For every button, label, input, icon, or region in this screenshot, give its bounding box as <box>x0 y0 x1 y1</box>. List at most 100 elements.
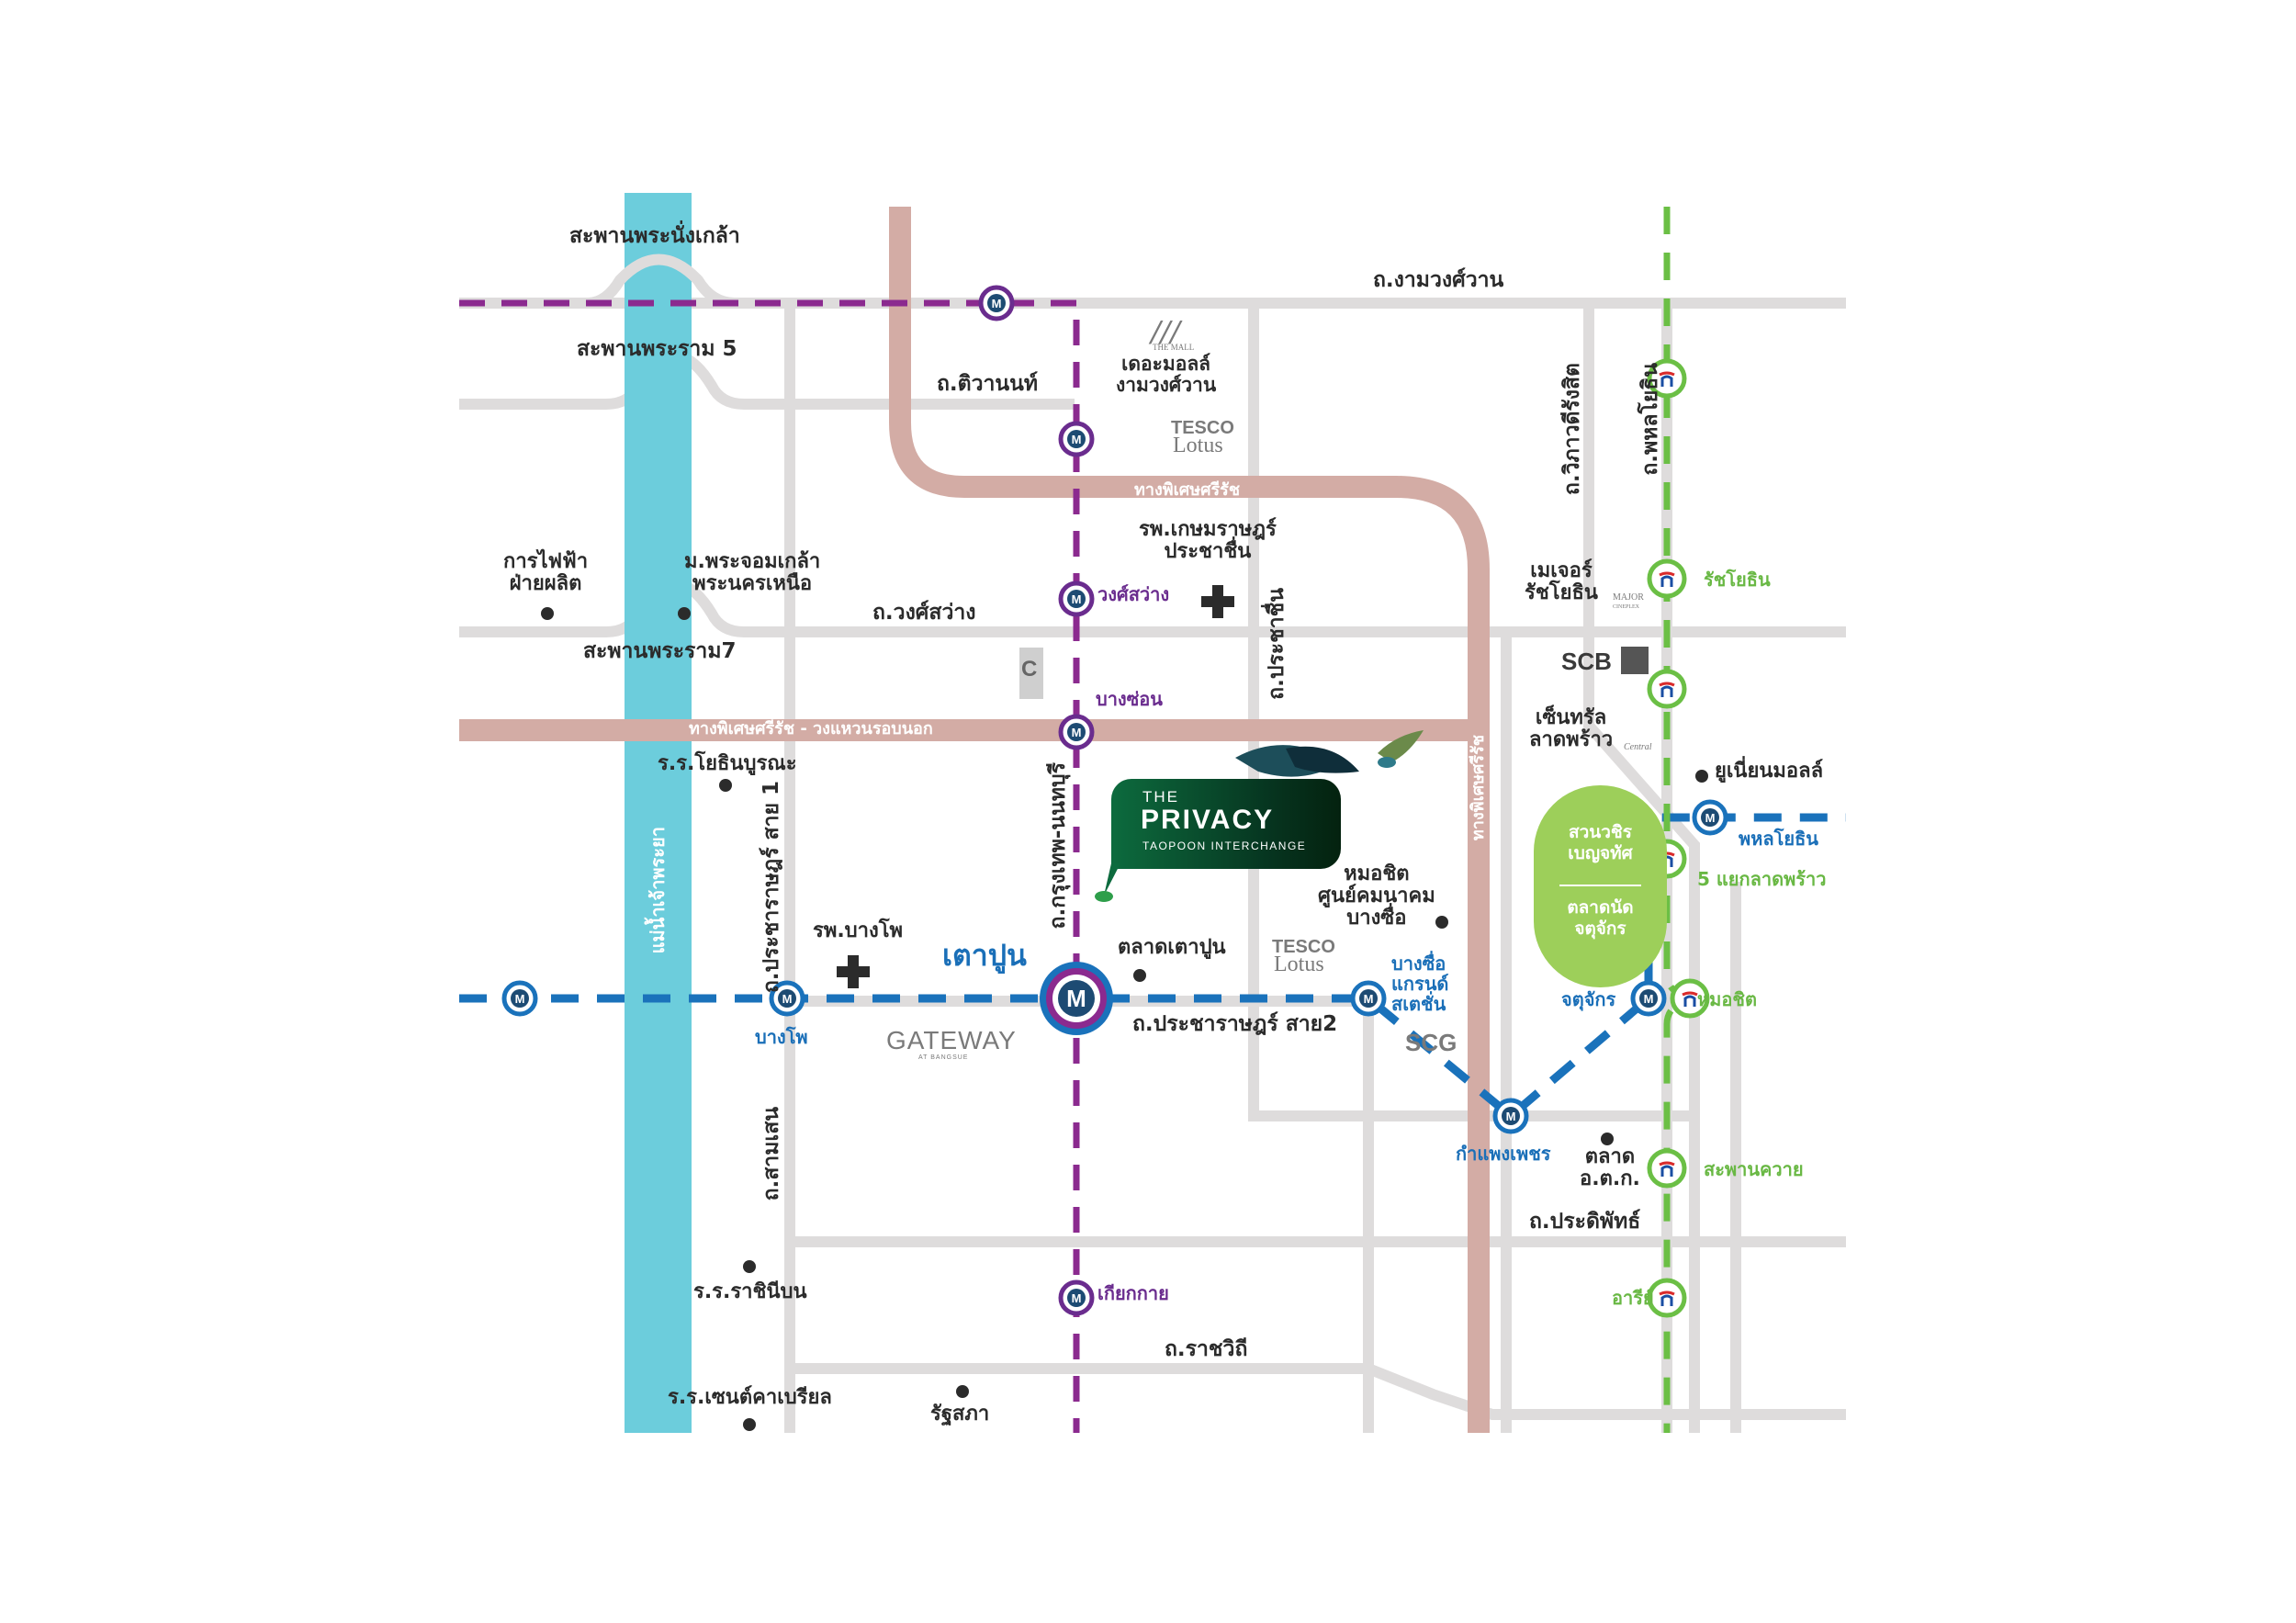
kasemrad-hospital-label: รพ.เกษมราษฎร์ ประชาชื่น <box>1139 518 1277 564</box>
major-logo-sub: CINEPLEX <box>1613 604 1639 610</box>
kmutnb-dot <box>678 607 691 620</box>
mrt-station-icon[interactable]: M <box>769 980 805 1017</box>
tesco-logo-bottom: Lotus <box>1274 952 1324 976</box>
mrt-station-icon[interactable]: M <box>1058 1279 1095 1316</box>
mrt-station-icon[interactable]: M <box>1630 980 1667 1017</box>
expressway-label: ทางพิเศษศรีรัช <box>1469 735 1488 841</box>
bts-station-icon[interactable] <box>1647 1148 1687 1189</box>
egat-label: การไฟฟ้า ฝ่ายผลิต <box>503 550 589 596</box>
major-label: เมเจอร์ รัชโยธิน <box>1525 559 1598 605</box>
stgabriel-dot <box>743 1418 756 1431</box>
hospital-icons <box>837 585 1234 988</box>
chao-phraya-river <box>625 193 692 1433</box>
station-taopoon-label: เตาปูน <box>942 938 1027 973</box>
ortorkor-label: ตลาด อ.ต.ก. <box>1580 1145 1640 1191</box>
tesco-logo-top: TESCO <box>1272 937 1335 957</box>
mrt-stations: M M M M M M M M M M M M <box>501 285 1728 1316</box>
bridge-label: สะพานพระราม7 <box>583 639 737 663</box>
mrt-station-icon[interactable]: M <box>1058 714 1095 750</box>
yothinburana-label: ร.ร.โยธินบูรณะ <box>658 752 797 775</box>
mrt-station-icon[interactable]: M <box>1692 799 1728 836</box>
station-label: หมอชิต <box>1697 988 1757 1010</box>
egat-dot <box>541 607 554 620</box>
project-title: PRIVACY <box>1141 805 1275 835</box>
bridge-label: สะพานพระราม 5 <box>577 337 737 361</box>
mrt-station-icon[interactable]: M <box>1492 1098 1529 1134</box>
road-prachachuen <box>1248 303 1699 1121</box>
union-mall-dot <box>1695 770 1708 783</box>
ortorkor-dot <box>1601 1133 1614 1145</box>
svg-text:M: M <box>1072 433 1082 446</box>
svg-text:M: M <box>992 297 1002 310</box>
scb-icon <box>1621 647 1649 674</box>
station-label: รัชโยธิน <box>1704 569 1771 591</box>
road-label: ถ.วงศ์สว่าง <box>872 601 976 625</box>
central-label: เซ็นทรัล ลาดพร้าว <box>1529 706 1614 752</box>
taopoon-market-dot <box>1133 969 1146 982</box>
station-label: บางโพ <box>755 1026 808 1048</box>
scg-logo: SCG <box>1405 1029 1458 1056</box>
parliament-label: รัฐสภา <box>930 1403 990 1426</box>
station-label: 5 แยกลาดพร้าว <box>1697 868 1827 890</box>
road-label: ถ.สามเสน <box>760 1107 783 1201</box>
stgabriel-label: ร.ร.เซนต์คาเบรียล <box>668 1386 832 1409</box>
road-ratchawithi <box>790 1363 1846 1420</box>
expressway-label: ทางพิเศษศรีรัช - วงแหวนรอบนอก <box>689 719 933 738</box>
mochit-center-dot <box>1435 916 1448 929</box>
bts-station-icon[interactable] <box>1647 558 1687 599</box>
station-label: สะพานควาย <box>1704 1158 1804 1180</box>
project-marker[interactable]: THE PRIVACY TAOPOON INTERCHANGE <box>1111 779 1341 869</box>
mrt-station-icon[interactable]: M <box>1058 580 1095 617</box>
union-mall-label: ยูเนี่ยนมอลล์ <box>1715 760 1824 783</box>
expressway-label: ทางพิเศษศรีรัช <box>1134 480 1241 500</box>
svg-text:M: M <box>1705 811 1716 825</box>
expressway-sirat-north <box>889 207 1490 1433</box>
road-label: ถ.ประชาราษฎร์ สาย 1 <box>760 781 783 994</box>
project-title-small: THE <box>1142 788 1179 806</box>
bridges <box>587 254 736 309</box>
mrt-station-icon[interactable]: M <box>501 980 538 1017</box>
road-label: ถ.ราชวิถี <box>1165 1337 1248 1361</box>
leaf-and-hummingbird-decoration <box>1235 730 1424 777</box>
the-mall-logo: /// <box>1151 313 1180 352</box>
mrt-interchange-icon[interactable]: M <box>1040 962 1113 1035</box>
yothinburana-dot <box>719 779 732 792</box>
mochit-center-label: หมอชิต ศูนย์คมนาคม บางซื่อ <box>1318 862 1435 930</box>
bangpho-hospital-label: รพ.บางโพ <box>813 919 904 942</box>
central-logo: Central <box>1624 742 1652 752</box>
parliament-dot <box>956 1385 969 1398</box>
river-label: แม่น้ำเจ้าพระยา <box>647 827 669 954</box>
svg-text:M: M <box>1506 1110 1516 1123</box>
hospital-cross-icon <box>837 955 870 988</box>
tesco-logo-bottom: Lotus <box>1173 434 1223 457</box>
bts-station-icon[interactable] <box>1670 978 1710 1019</box>
kmutnb-label: ม.พระจอมเกล้า พระนครเหนือ <box>684 550 821 596</box>
svg-text:M: M <box>515 992 525 1006</box>
station-label: กำแพงเพชร <box>1456 1143 1551 1165</box>
project-subtitle: TAOPOON INTERCHANGE <box>1142 840 1307 852</box>
station-label: พหลโยธิน <box>1739 828 1818 850</box>
landmark-dots <box>541 607 1708 1431</box>
mrt-station-icon[interactable]: M <box>1350 980 1387 1017</box>
bts-station-icon[interactable] <box>1647 669 1687 709</box>
svg-text:M: M <box>1072 726 1082 739</box>
bridge-nonthaburi <box>587 254 736 309</box>
station-label: บางซื่อ แกรนด์ สเตชั่น <box>1391 952 1449 1015</box>
park-divider <box>1559 885 1641 886</box>
station-label: บางซ่อน <box>1096 688 1163 710</box>
gateway-logo: GATEWAY <box>886 1026 1017 1054</box>
station-label: จตุจักร <box>1561 988 1616 1010</box>
road-label: ถ.งามวงศ์วาน <box>1373 268 1504 292</box>
svg-text:M: M <box>1644 992 1654 1006</box>
svg-text:M: M <box>1066 985 1086 1012</box>
mrt-station-icon[interactable]: M <box>978 285 1015 321</box>
bts-station-icon[interactable] <box>1647 358 1687 399</box>
taopoon-market-label: ตลาดเตาปูน <box>1118 936 1226 959</box>
road-label: ถ.ประชาชื่น <box>1265 588 1289 700</box>
tesco-logo-top: TESCO <box>1171 418 1234 438</box>
bigc-logo: C <box>1019 648 1043 699</box>
mrt-station-icon[interactable]: M <box>1058 421 1095 457</box>
expressways <box>459 207 1490 1433</box>
bts-station-icon[interactable] <box>1647 1278 1687 1318</box>
svg-text:M: M <box>1072 1291 1082 1305</box>
